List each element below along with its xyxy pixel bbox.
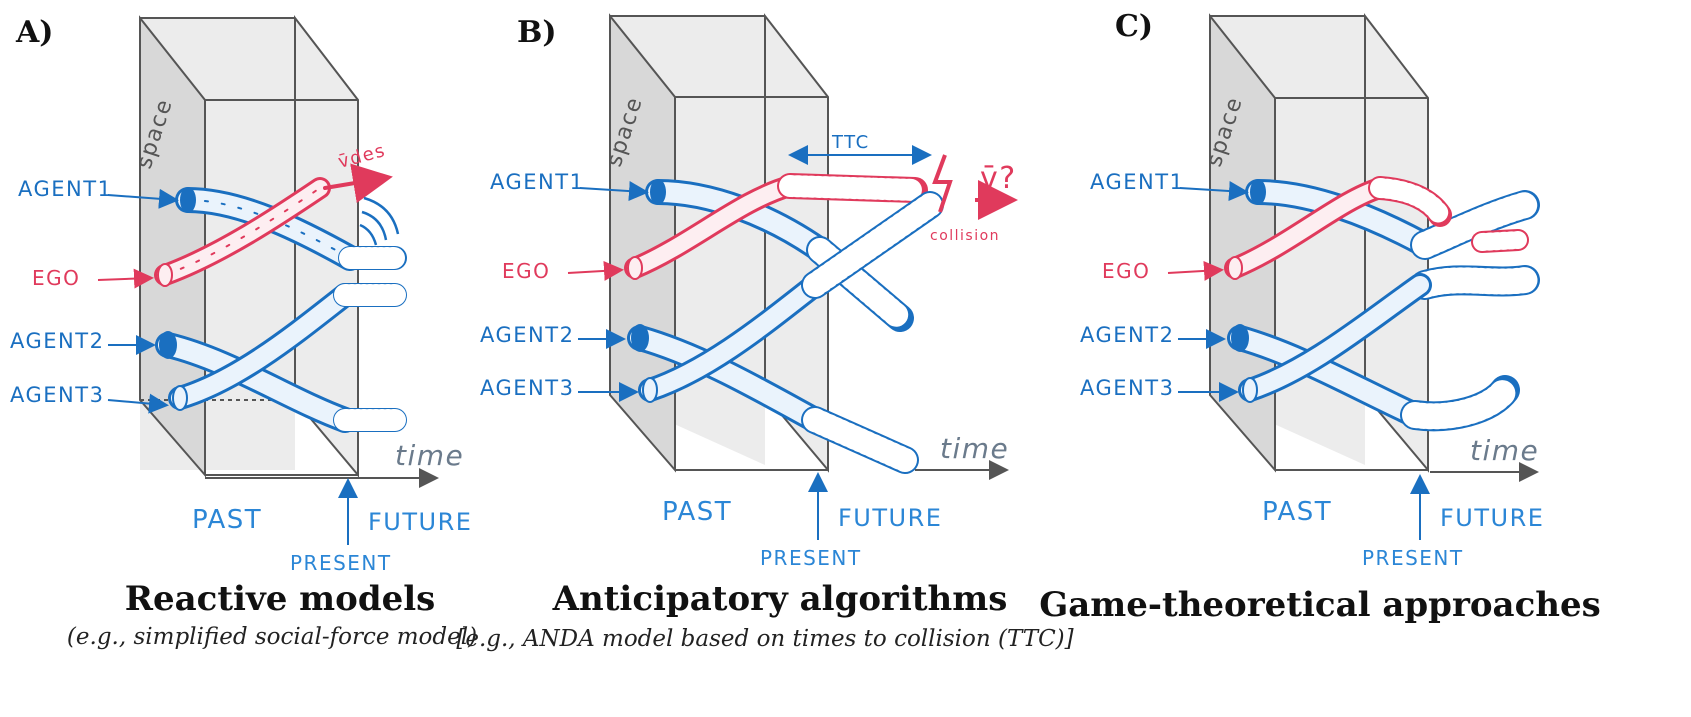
ego-trajectory	[154, 163, 393, 287]
agent1-pointer	[107, 188, 179, 209]
panel-a-letter: A)	[15, 15, 53, 50]
agent2-label: AGENT2	[1080, 323, 1174, 347]
past-label: PAST	[1262, 497, 1332, 527]
panel-b: B) space	[456, 13, 1074, 652]
panel-b-letter: B)	[517, 15, 557, 50]
collision-label: collision	[930, 228, 1000, 244]
panel-a-title: Reactive models	[125, 579, 436, 619]
ego-label: EGO	[502, 259, 550, 283]
collision-bolt-icon	[932, 154, 953, 213]
present-label: PRESENT	[1362, 546, 1464, 570]
agent1-label: AGENT1	[490, 170, 584, 194]
sensing-waves	[359, 196, 400, 246]
agent2-trajectory	[155, 331, 407, 433]
panel-a-subtitle: (e.g., simplified social-force model)	[67, 624, 477, 650]
agent2-trajectory	[1227, 324, 1520, 432]
agent1-label: AGENT1	[1090, 170, 1184, 194]
past-label: PAST	[192, 505, 262, 535]
agent1-pointer	[1179, 181, 1249, 201]
ego-pointer	[97, 268, 154, 289]
agent3-label: AGENT3	[1080, 376, 1174, 400]
panel-b-title: Anticipatory algorithms	[552, 579, 1008, 619]
future-label: FUTURE	[1440, 504, 1544, 532]
ego-pointer	[567, 260, 624, 281]
ego-pointer	[1167, 260, 1224, 281]
panel-c-title: Game-theoretical approaches	[1039, 585, 1601, 625]
present-label: PRESENT	[290, 551, 392, 575]
panel-b-subtitle: [e.g., ANDA model based on times to coll…	[456, 626, 1073, 652]
agent3-trajectory	[1238, 273, 1432, 403]
panel-c: C) space	[1039, 9, 1601, 625]
agent1-pointer	[579, 181, 649, 201]
agent3-label: AGENT3	[480, 376, 574, 400]
future-label: FUTURE	[838, 504, 942, 532]
agent1-label: AGENT1	[18, 177, 112, 201]
ego-label: EGO	[1102, 259, 1150, 283]
ttc-label: TTC	[831, 132, 870, 153]
present-label: PRESENT	[760, 546, 862, 570]
future-label: FUTURE	[368, 508, 472, 536]
agent3-trajectory	[168, 283, 407, 411]
time-label: time	[1470, 434, 1539, 467]
ego-label: EGO	[32, 266, 80, 290]
agent2-label: AGENT2	[10, 329, 104, 353]
ego-trajectory	[624, 173, 928, 280]
agent2-label: AGENT2	[480, 323, 574, 347]
time-label: time	[940, 432, 1009, 465]
time-label: time	[395, 439, 464, 472]
agent3-trajectory	[638, 191, 944, 403]
past-label: PAST	[662, 497, 732, 527]
agent3-label: AGENT3	[10, 383, 104, 407]
agent3-pointer	[107, 393, 169, 414]
velocity-query-label: v̄?	[980, 161, 1017, 196]
agent2-trajectory	[627, 324, 919, 474]
panel-c-letter: C)	[1115, 9, 1153, 44]
panel-a: A) space v̄des	[10, 15, 477, 650]
ego-trajectory	[1224, 176, 1529, 280]
